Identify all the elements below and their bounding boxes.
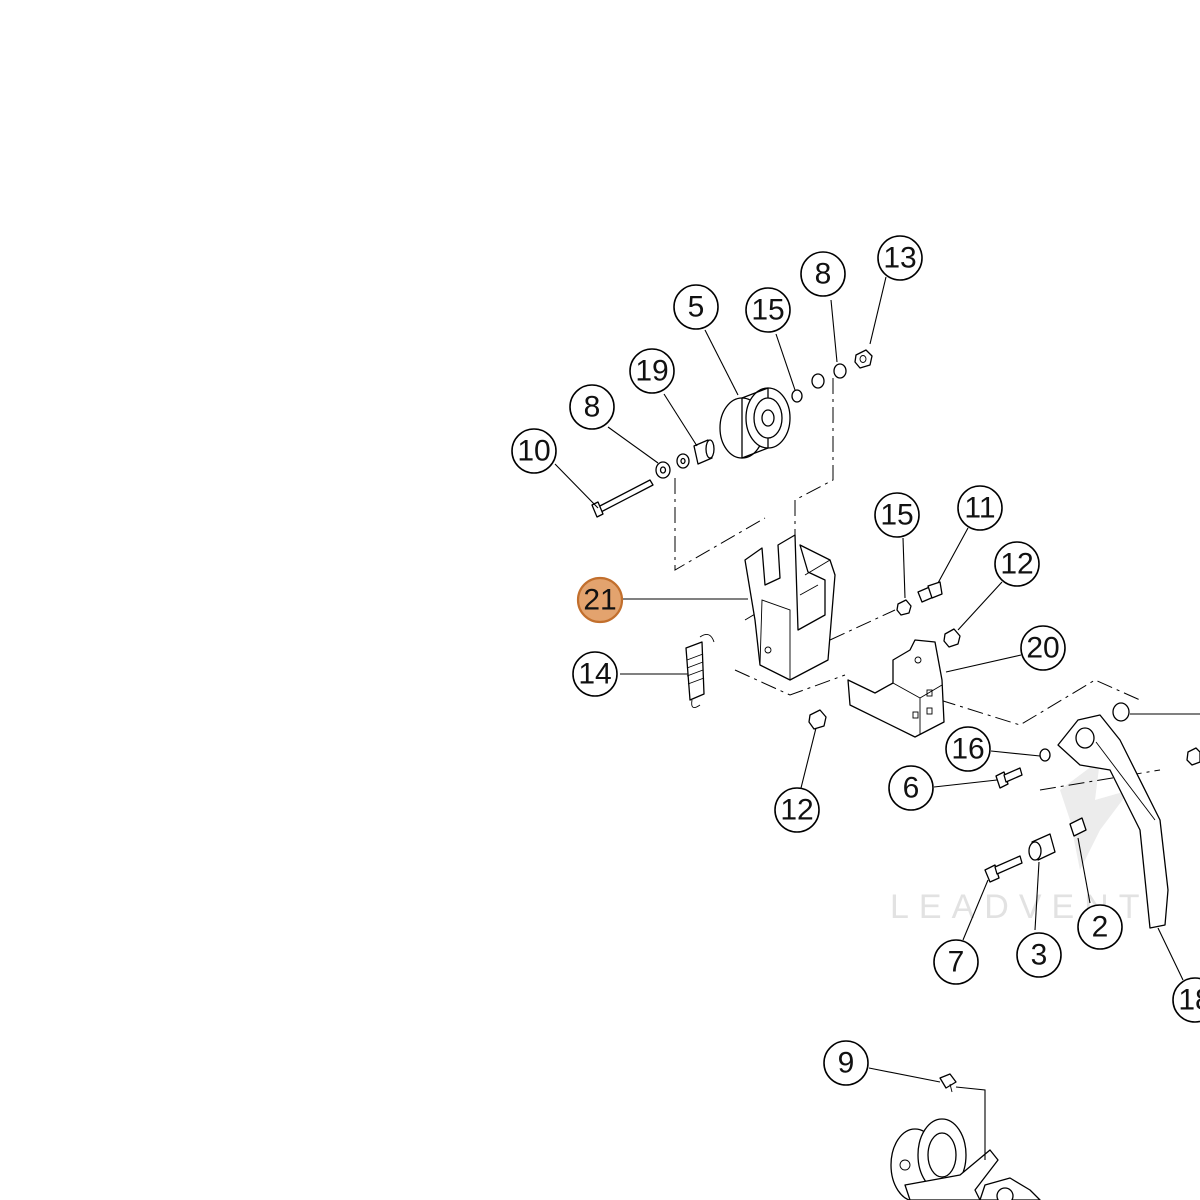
callout-18-label: 18 <box>1178 984 1200 1017</box>
part-spring-14 <box>685 633 715 709</box>
part-arm-18 <box>1057 702 1169 929</box>
callout-13-label: 13 <box>883 242 916 275</box>
callout-21-label: 21 <box>583 584 616 617</box>
callout-8-upper-label: 8 <box>815 258 832 291</box>
callout-8-left-label: 8 <box>584 391 601 424</box>
part-bolt-10 <box>591 479 654 518</box>
part-nut-12-lower <box>808 709 827 730</box>
callout-15-upper[interactable]: 15 <box>745 287 791 333</box>
callout-18[interactable]: 18 <box>1172 977 1200 1023</box>
callout-10-label: 10 <box>517 435 550 468</box>
part-washers-15-8 <box>791 363 847 403</box>
part-spacer-2 <box>1069 817 1087 837</box>
callout-19[interactable]: 19 <box>629 348 675 394</box>
callout-2-label: 2 <box>1092 911 1109 944</box>
part-bolt-6 <box>995 767 1023 789</box>
part-nut-right <box>1186 747 1200 766</box>
callout-15-middle[interactable]: 15 <box>874 492 920 538</box>
part-bushing-3 <box>1028 833 1056 861</box>
callout-3-label: 3 <box>1031 939 1048 972</box>
callout-5[interactable]: 5 <box>673 284 719 330</box>
callout-7[interactable]: 7 <box>933 939 979 985</box>
part-bracket-20 <box>847 639 945 738</box>
callout-5-label: 5 <box>688 291 705 324</box>
callout-12-lower[interactable]: 12 <box>774 787 820 833</box>
callout-11-label: 11 <box>964 492 995 525</box>
callout-3[interactable]: 3 <box>1016 932 1062 978</box>
callout-6[interactable]: 6 <box>888 765 934 811</box>
callout-14-label: 14 <box>578 658 611 691</box>
callout-15-upper-label: 15 <box>751 294 784 327</box>
part-idler-pulley-5 <box>719 387 791 459</box>
part-bolt-11 <box>917 581 943 603</box>
callout-12-upper[interactable]: 12 <box>994 541 1040 587</box>
callout-9-label: 9 <box>838 1047 855 1080</box>
callout-13[interactable]: 13 <box>877 235 923 281</box>
callout-20-label: 20 <box>1026 632 1059 665</box>
callout-2[interactable]: 2 <box>1077 904 1123 950</box>
part-nut-15 <box>896 599 912 616</box>
part-lower-pulley-assembly <box>890 1118 1041 1200</box>
callout-16[interactable]: 16 <box>945 726 991 772</box>
part-washer-19 <box>676 453 690 469</box>
callout-19-label: 19 <box>635 355 668 388</box>
callout-6-label: 6 <box>903 772 920 805</box>
callout-10[interactable]: 10 <box>511 428 557 474</box>
part-bracket-21 <box>744 534 836 681</box>
callout-20[interactable]: 20 <box>1020 625 1066 671</box>
part-washer-8 <box>655 461 671 479</box>
part-nut-16 <box>1039 748 1051 762</box>
callout-12-lower-label: 12 <box>780 794 813 827</box>
leader-lines <box>554 276 1184 1160</box>
callout-9[interactable]: 9 <box>823 1040 869 1086</box>
part-nut-13 <box>854 349 873 369</box>
callout-11[interactable]: 11 <box>957 485 1003 531</box>
callout-8-left[interactable]: 8 <box>569 384 615 430</box>
callout-16-label: 16 <box>951 733 984 766</box>
callout-12-upper-label: 12 <box>1000 548 1033 581</box>
callout-21-highlighted[interactable]: 21 <box>576 576 624 624</box>
callout-7-label: 7 <box>948 946 965 979</box>
callout-8-upper[interactable]: 8 <box>800 251 846 297</box>
part-nut-12-upper <box>943 628 961 648</box>
callout-14[interactable]: 14 <box>572 651 618 697</box>
part-bolt-9 <box>939 1073 957 1093</box>
callout-15-middle-label: 15 <box>880 499 913 532</box>
part-spacer <box>693 439 715 465</box>
part-bolt-7 <box>984 855 1023 883</box>
assembly-lines <box>674 378 1161 791</box>
